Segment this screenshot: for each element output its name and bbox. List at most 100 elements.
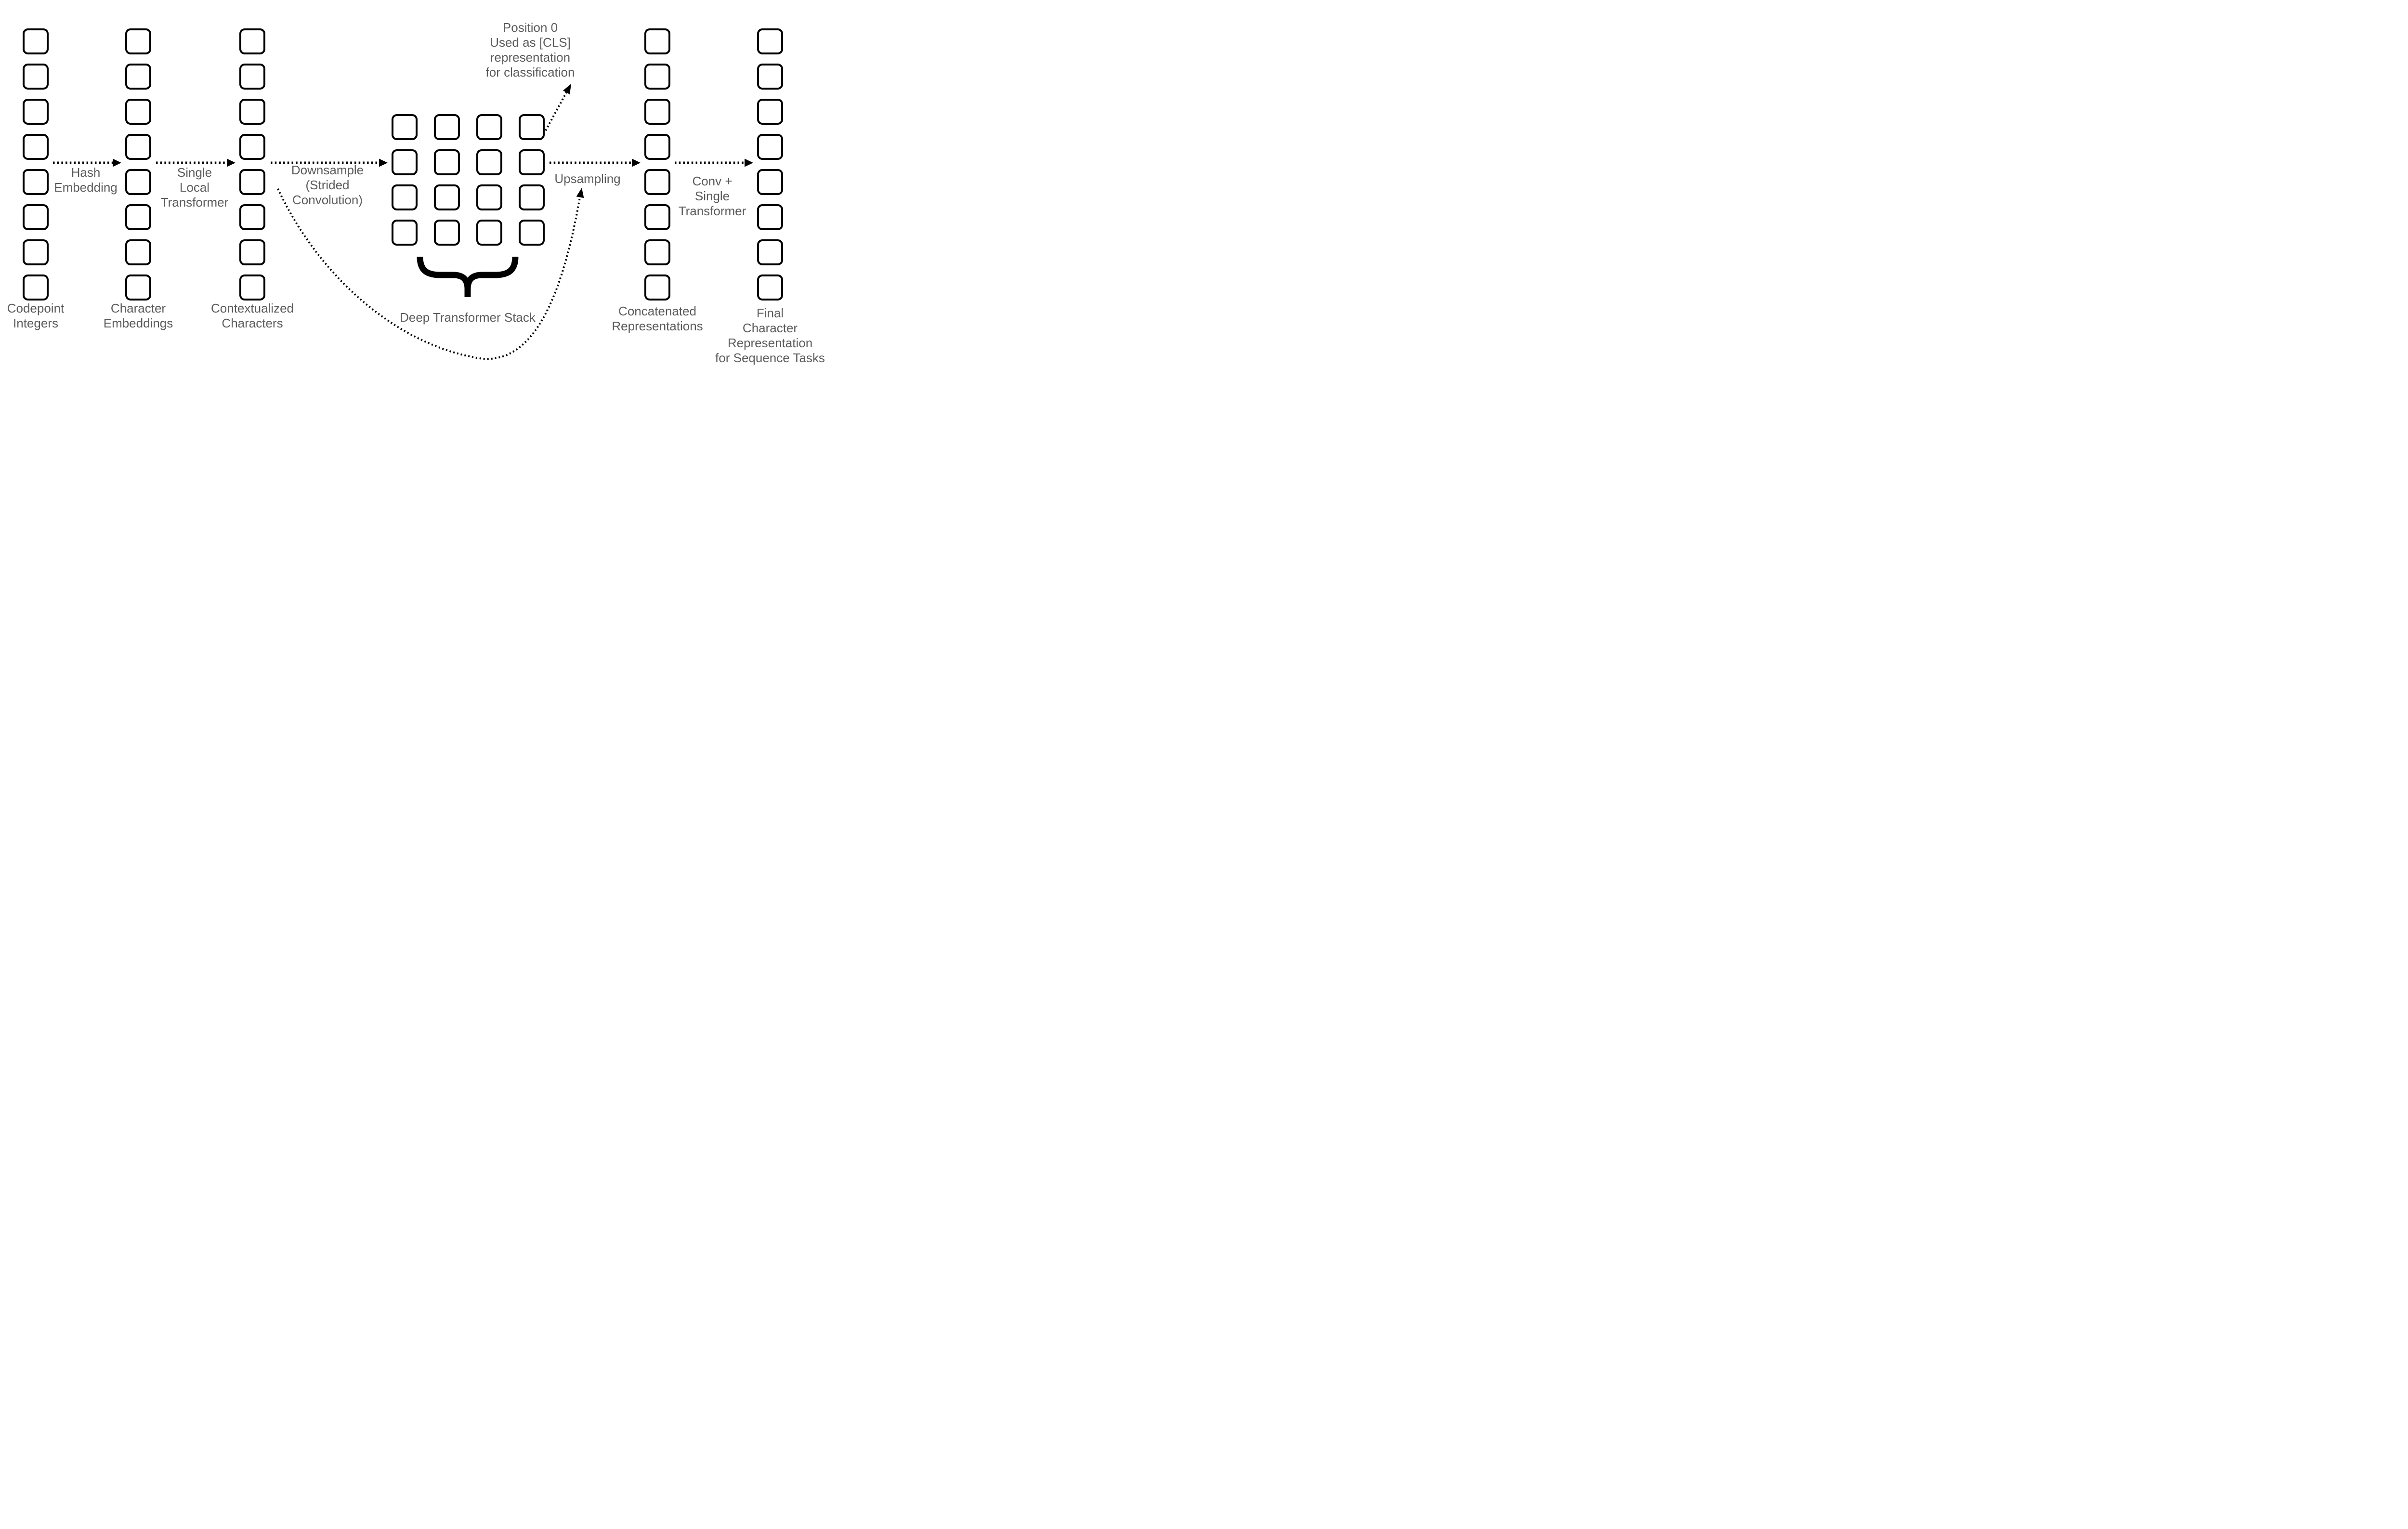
codepoint-integers-square (23, 64, 49, 90)
concatenated-representations-square (644, 134, 670, 160)
final-character-representation-square (757, 204, 783, 230)
deep-transformer-stack-square (476, 220, 502, 246)
contextualized-characters-label-line: Characters (222, 316, 283, 330)
deep-transformer-stack-square (434, 220, 460, 246)
hash-embedding-label-line: Embedding (54, 180, 118, 195)
deep-transformer-stack-label: Deep Transformer Stack (400, 310, 536, 325)
single-local-transformer-arrow (156, 158, 236, 167)
single-local-transformer-label-line: Local (179, 180, 210, 195)
character-embeddings-square (125, 274, 151, 301)
codepoint-integers-label-line: Integers (13, 316, 58, 330)
character-embeddings-square (125, 99, 151, 125)
concatenated-representations-square (644, 99, 670, 125)
concatenated-representations-square (644, 204, 670, 230)
deep-transformer-stack-label-line: Deep Transformer Stack (400, 310, 536, 325)
final-character-representation-square (757, 99, 783, 125)
character-embeddings-square (125, 134, 151, 160)
final-character-representation-label-line: Character (742, 321, 798, 335)
concatenated-representations-square (644, 64, 670, 90)
contextualized-characters-square (239, 239, 265, 265)
character-embeddings-square (125, 204, 151, 230)
contextualized-characters-square (239, 169, 265, 195)
hash-embedding-label-line: Hash (71, 165, 101, 180)
character-embeddings-square (125, 239, 151, 265)
contextualized-characters-square (239, 28, 265, 54)
contextualized-characters-square (239, 64, 265, 90)
codepoint-integers-square (23, 99, 49, 125)
concatenated-representations-label-line: Concatenated (618, 304, 696, 318)
final-character-representation-label-line: Final (756, 306, 784, 320)
arrows-layer (53, 84, 753, 360)
deep-transformer-stack-square (519, 220, 545, 246)
concatenated-representations-square (644, 169, 670, 195)
underbrace-icon (417, 256, 519, 297)
single-local-transformer-label-line: Transformer (160, 195, 229, 209)
character-embeddings-label-line: Character (110, 301, 166, 315)
deep-transformer-stack-square (434, 149, 460, 175)
contextualized-characters-square (239, 274, 265, 301)
character-embeddings-label-line: Embeddings (103, 316, 173, 330)
conv-single-transformer-label-line: Single (694, 189, 730, 203)
deep-transformer-stack-square (434, 114, 460, 140)
conv-single-transformer-arrow (675, 158, 753, 167)
conv-single-transformer-label-line: Conv + (692, 174, 733, 188)
deep-transformer-stack-square (392, 220, 418, 246)
codepoint-integers-square (23, 239, 49, 265)
cls-arrow (545, 84, 571, 131)
contextualized-characters-square (239, 134, 265, 160)
codepoint-integers-square (23, 28, 49, 54)
final-character-representation-label-line: for Sequence Tasks (715, 351, 825, 365)
final-character-representation-label-line: Representation (727, 336, 813, 350)
cls-annotation-line: Position 0 (502, 20, 558, 35)
deep-transformer-stack-square (476, 114, 502, 140)
character-embeddings-square (125, 64, 151, 90)
downsample-strided-convolution-label-line: (Strided (305, 178, 350, 192)
cls-annotation-line: for classification (485, 65, 575, 79)
hash-embedding-arrow (53, 158, 121, 167)
deep-transformer-stack-square (434, 184, 460, 210)
character-embeddings-square (125, 28, 151, 54)
codepoint-integers-square (23, 169, 49, 195)
deep-transformer-stack-square (392, 114, 418, 140)
deep-transformer-stack-square (519, 114, 545, 140)
downsample-strided-convolution-label-line: Downsample (291, 163, 364, 177)
final-character-representation-square (757, 134, 783, 160)
contextualized-characters-square (239, 99, 265, 125)
codepoint-integers-square (23, 134, 49, 160)
final-character-representation-square (757, 274, 783, 301)
downsample-strided-convolution-label-line: Convolution) (292, 193, 363, 207)
codepoint-integers-label-line: Codepoint (7, 301, 65, 315)
cls-annotation-line: Used as [CLS] (490, 35, 571, 50)
concatenated-representations-square (644, 274, 670, 301)
final-character-representation-square (757, 169, 783, 195)
downsample-arrow (271, 158, 388, 167)
contextualized-characters-label-line: Contextualized (211, 301, 294, 315)
cls-annotation-line: representation (490, 50, 571, 65)
concatenated-representations-square (644, 28, 670, 54)
codepoint-integers-square (23, 204, 49, 230)
deep-transformer-stack-square (476, 149, 502, 175)
deep-transformer-stack-square (392, 184, 418, 210)
upsampling-curve-arrow (277, 188, 584, 360)
conv-single-transformer-label-line: Transformer (678, 204, 746, 218)
deep-transformer-stack-square (476, 184, 502, 210)
concatenated-representations-square (644, 239, 670, 265)
final-character-representation-square (757, 64, 783, 90)
contextualized-characters-square (239, 204, 265, 230)
upsampling-label: Upsampling (554, 171, 620, 186)
deep-transformer-stack-square (392, 149, 418, 175)
character-embeddings-square (125, 169, 151, 195)
deep-transformer-stack-square (519, 184, 545, 210)
single-local-transformer-label-line: Single (177, 165, 212, 180)
